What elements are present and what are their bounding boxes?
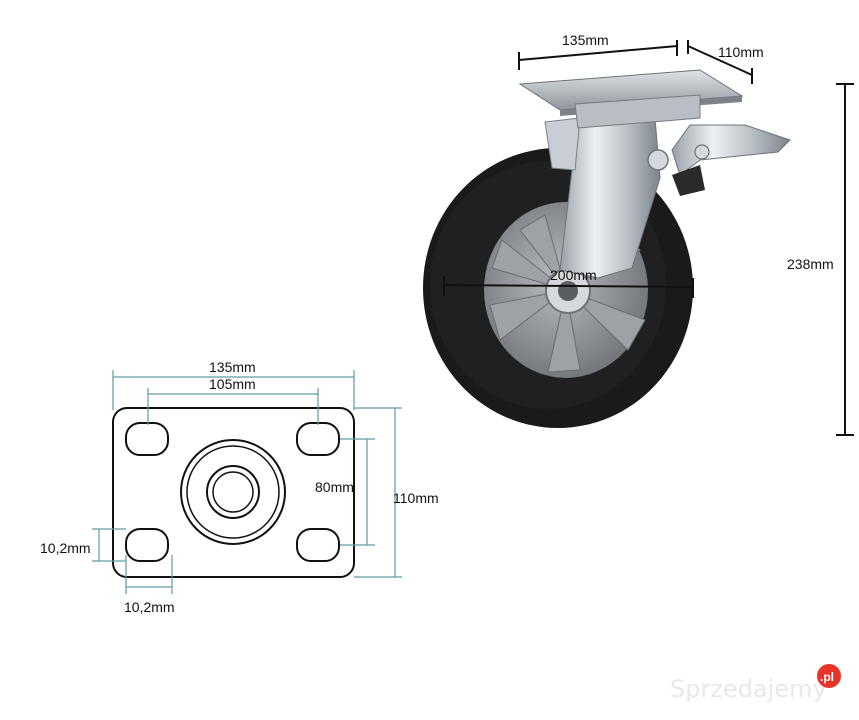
center-ring-outer	[180, 439, 286, 545]
watermark-brand: Sprzedajemy	[670, 675, 827, 703]
watermark: Sprzedajemy .pl	[670, 664, 841, 703]
brake-lever	[671, 124, 791, 176]
caster-fork	[559, 117, 661, 279]
watermark-tld: .pl	[820, 670, 834, 684]
plate-depth-label: 110mm	[393, 490, 439, 506]
mount-slot	[125, 422, 169, 456]
wheel-spokes	[489, 214, 646, 373]
caster-dimensions	[443, 40, 854, 436]
plate-width-label: 135mm	[209, 359, 256, 375]
mount-slot	[125, 528, 169, 562]
center-ring-inner	[212, 471, 254, 513]
plate-drawing	[112, 407, 355, 578]
watermark-badge-icon	[817, 664, 841, 688]
slot-width-label: 10,2mm	[124, 599, 175, 615]
mount-slot	[296, 528, 340, 562]
wheel-diameter-label: 200mm	[550, 267, 597, 283]
slot-height-label: 10,2mm	[40, 540, 91, 556]
caster-plate-width-label: 135mm	[562, 32, 609, 48]
hole-spacing-x-label: 105mm	[209, 376, 256, 392]
hole-spacing-y-label: 80mm	[315, 479, 354, 495]
mount-slot	[296, 422, 340, 456]
total-height-label: 238mm	[787, 256, 834, 272]
plate-dimensions	[92, 370, 402, 594]
caster-illustration	[423, 69, 791, 428]
caster-plate-depth-label: 110mm	[718, 44, 764, 60]
plate-outline	[112, 407, 355, 578]
